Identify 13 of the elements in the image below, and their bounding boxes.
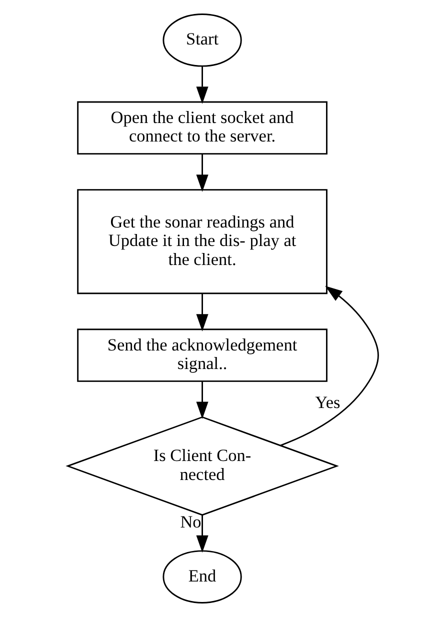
node-ellipse: Start — [162, 14, 242, 67]
node-box: Get the sonar readings and Update it in the dis- play at the client. — [77, 189, 328, 294]
arrow — [196, 381, 208, 419]
node-box: Send the acknowledgement signal.. — [77, 328, 328, 382]
arrow — [196, 294, 208, 332]
arrow — [196, 154, 208, 192]
node-ellipse: End — [162, 550, 242, 604]
arrow — [196, 66, 208, 104]
node-diamond: Is Client Con- nected — [66, 416, 339, 516]
arrow — [196, 515, 208, 553]
node-box: Open the client socket and connect to the server. — [77, 101, 328, 155]
arrow — [280, 286, 379, 446]
edge-label: Yes — [315, 392, 340, 412]
